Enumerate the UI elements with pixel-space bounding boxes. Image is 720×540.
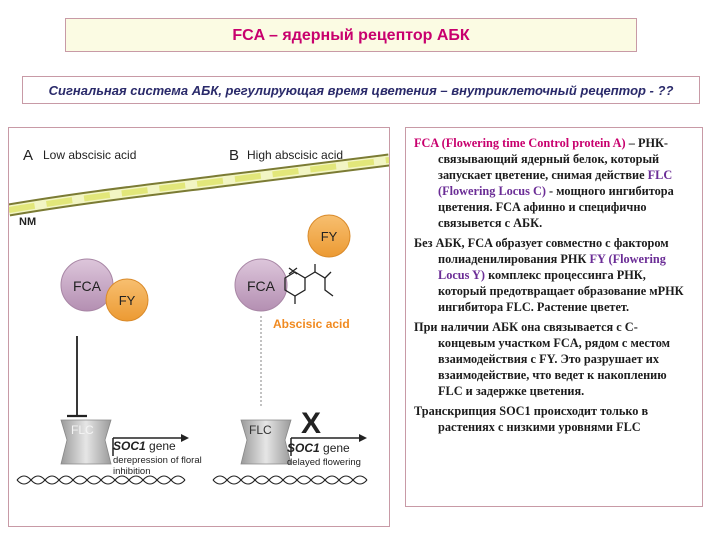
fca-circle-a: FCA: [60, 258, 114, 312]
panel-b-letter: B: [229, 147, 239, 164]
text-run: - мощного ингибитора цветения. FCA афинн…: [438, 184, 674, 230]
text-run: FY (Flowering Locus Y): [438, 252, 666, 282]
text-run: комплекс процессинга РНК, который предот…: [438, 268, 684, 314]
soc1-b-note: delayed flowering: [287, 457, 361, 468]
text-run: – РНК-связывающий ядерный белок, который…: [438, 136, 669, 182]
fca-label-b: FCA: [247, 278, 276, 294]
soc1-a-note-line2: inhibition: [113, 466, 151, 477]
text-run: FLC (Flowering Locus C): [438, 168, 673, 198]
text-run: Транскрипция SOC1 происходит только в ра…: [414, 404, 649, 434]
soc1-gene-a-name: SOC1: [113, 439, 146, 453]
figure-diagram: A Low abscisic acid B High abscisic acid…: [7, 147, 390, 485]
slide-title: FCA – ядерный рецептор АБК: [65, 18, 637, 52]
soc1-gene-b-name: SOC1: [287, 441, 320, 455]
fy-circle-a: FY: [105, 278, 149, 322]
slide-subtitle: Сигнальная система АБК, регулирующая вре…: [22, 76, 700, 104]
fca-label-a: FCA: [73, 278, 102, 294]
soc1-gene-a: SOC1 gene: [113, 439, 176, 453]
soc1-arrowhead-a: [181, 434, 189, 442]
panel-a-letter: A: [23, 147, 33, 164]
paragraph: Без АБК, FCA образует совместно с фактор…: [414, 235, 694, 315]
fy-label-b: FY: [321, 229, 338, 244]
flc-protein-b: FLC: [240, 419, 292, 465]
abscisic-acid-structure: [284, 264, 334, 304]
flc-label-a: FLC: [71, 423, 94, 437]
flc-label-b: FLC: [249, 423, 272, 437]
abscisic-acid-label: Abscisic acid: [273, 317, 350, 331]
panel-a-label: Low abscisic acid: [43, 148, 136, 162]
soc1-gene-b-word: gene: [320, 441, 350, 455]
paragraph: Транскрипция SOC1 происходит только в ра…: [414, 403, 694, 435]
fy-circle-b: FY: [307, 214, 351, 258]
aba-signaling-figure: A Low abscisic acid B High abscisic acid…: [7, 127, 390, 527]
soc1-arrowhead-b: [359, 434, 367, 442]
text-run: FCA (Flowering time Control protein A): [414, 136, 626, 150]
soc1-a-note-line1: derepression of floral: [113, 455, 202, 466]
flc-protein-a: FLC: [60, 419, 112, 465]
nuclear-membrane: [7, 153, 390, 217]
soc1-gene-a-word: gene: [146, 439, 176, 453]
text-run: При наличии АБК она связывается с C-конц…: [414, 320, 671, 398]
fy-label-a: FY: [119, 293, 136, 308]
block-mark: X: [301, 407, 321, 440]
dna-helix-a: [16, 475, 186, 485]
paragraph: При наличии АБК она связывается с C-конц…: [414, 319, 694, 399]
text-run: Без АБК, FCA образует совместно с фактор…: [414, 236, 669, 266]
fca-circle-b: FCA: [234, 258, 288, 312]
nm-label: NM: [19, 216, 36, 228]
panel-b-label: High abscisic acid: [247, 148, 343, 162]
explanation-text: FCA (Flowering time Control protein A) –…: [405, 127, 703, 507]
paragraph: FCA (Flowering time Control protein A) –…: [414, 135, 694, 231]
dna-helix-b: [212, 475, 368, 485]
soc1-gene-b: SOC1 gene: [287, 441, 350, 455]
